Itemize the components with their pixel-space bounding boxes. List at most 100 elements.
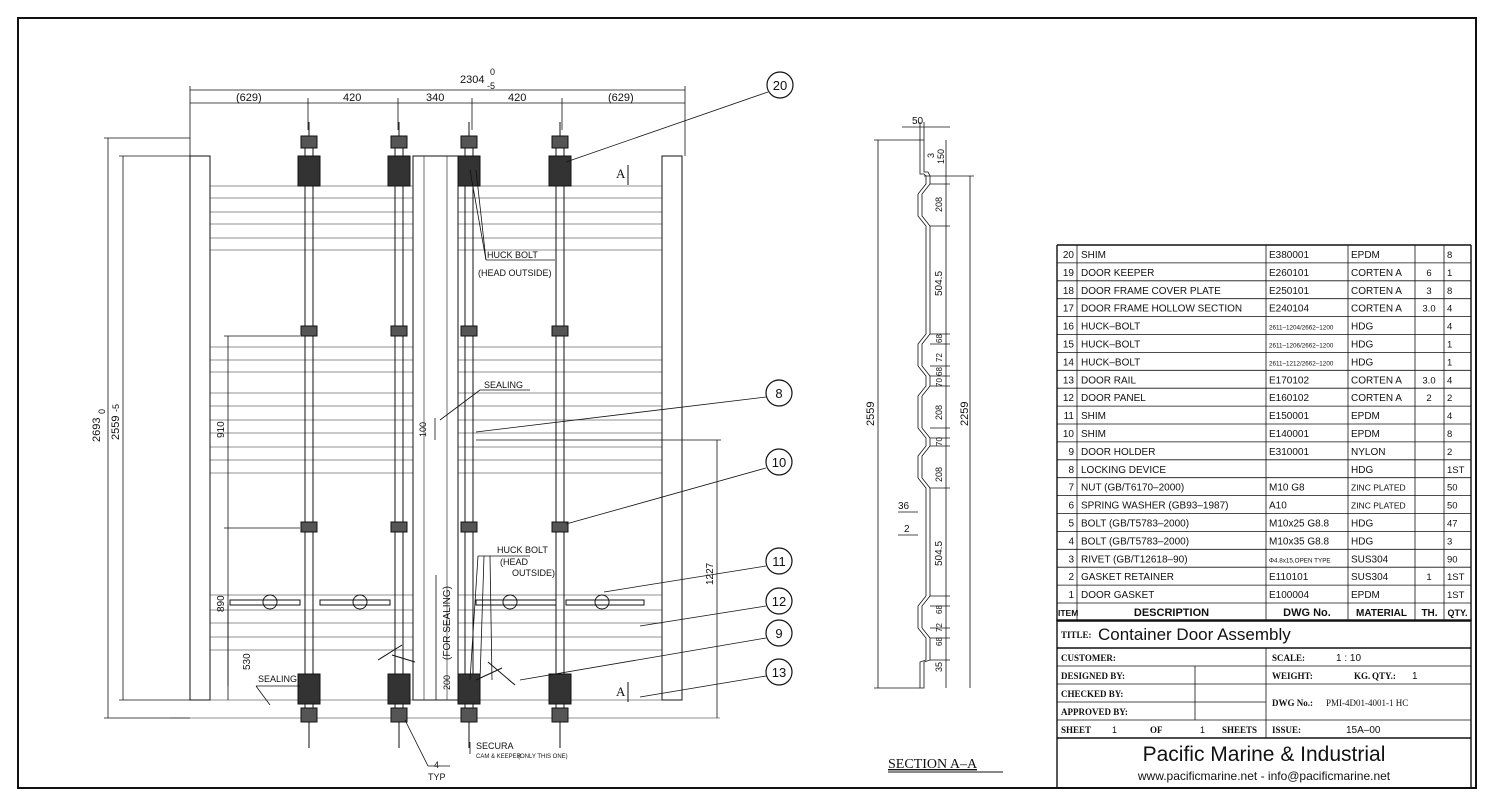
bom-dwg-number: M10x25 G8.8 [1269,519,1329,530]
sec-dim-36: 36 [898,501,910,512]
bom-item-number: 18 [1063,286,1075,297]
bom-quantity: 2 [1447,393,1452,404]
label-huck-bolt-top: HUCK BOLT [487,250,538,260]
bom-material: EPDM [1351,590,1380,601]
bom-item-number: 15 [1063,340,1075,351]
dim-910: 910 [216,421,227,438]
sec-dim-150: 150 [936,149,946,164]
bom-item-number: 8 [1068,465,1074,476]
sheets-label: SHEETS [1222,725,1257,735]
bom-description: LOCKING DEVICE [1081,465,1166,476]
bom-dwg-number: E380001 [1269,250,1309,261]
checked-label: CHECKED BY: [1061,689,1123,699]
dim-tol-upper: 0 [97,409,107,414]
sec-dim-70a: 70 [935,378,944,387]
bom-material: CORTEN A [1351,268,1402,279]
dim-segment-2: 420 [343,92,361,104]
bom-material: CORTEN A [1351,304,1402,315]
approved-label: APPROVED BY: [1061,707,1128,717]
bom-description: DOOR KEEPER [1081,268,1154,279]
bom-description: HUCK–BOLT [1081,357,1140,368]
bom-description: SHIM [1081,411,1106,422]
bom-dwg-number: M10 G8 [1269,483,1305,494]
bom-header-description: DESCRIPTION [1134,607,1209,619]
sheet-border [17,17,1477,789]
bom-material: CORTEN A [1351,286,1402,297]
bom-item-number: 14 [1063,357,1075,368]
sec-dim-504b: 504.5 [934,541,945,566]
bom-description: DOOR GASKET [1081,590,1154,601]
bom-item-number: 12 [1063,393,1075,404]
svg-text:12: 12 [772,594,786,609]
label-huck-bolt-top-head: (HEAD OUTSIDE) [478,268,552,278]
label-secura-cam: CAM & KEEPER [476,754,522,760]
balloon-10: 10 [765,448,793,476]
bom-dwg-number: 2611–1206/2662–1200 [1269,343,1334,350]
bom-description: RIVET (GB/T12618–90) [1081,554,1188,565]
label-sealing-mid: SEALING [484,380,523,390]
bom-description: DOOR RAIL [1081,375,1136,386]
bom-item-number: 19 [1063,268,1075,279]
sec-dim-68a: 68 [935,334,944,343]
bom-header-material: MATERIAL [1356,608,1407,619]
dim-segment-4: 420 [508,92,526,104]
customer-label: CUSTOMER: [1061,653,1116,663]
bom-dwg-number: 2611–1204/2662–1200 [1269,325,1334,332]
dim-overall-tol-upper: 0 [490,67,495,77]
bom-dwg-number: E140001 [1269,429,1309,440]
balloon-11: 11 [765,547,793,575]
company-name: Pacific Marine & Industrial [1143,743,1386,766]
sec-dim-208a: 208 [934,197,944,212]
dim-overall-tol-lower: -5 [487,81,495,91]
svg-text:10: 10 [772,455,786,470]
bom-description: GASKET RETAINER [1081,572,1174,583]
sec-dim-504a: 504.5 [934,271,945,296]
bom-description: HUCK–BOLT [1081,322,1140,333]
dim-segment-3: 340 [426,92,444,104]
dim-height-2693: 2693 [91,418,103,442]
dim-tol-lower: -5 [111,404,121,412]
bom-item-number: 1 [1068,590,1074,601]
bom-dwg-number: 2611–1212/2662–1200 [1269,360,1334,367]
sec-dim-208b: 208 [934,405,944,420]
label-weld-typ: TYP [428,772,446,782]
label-secura-only: (ONLY THIS ONE) [518,754,568,760]
bom-dwg-number: E310001 [1269,447,1309,458]
bom-thickness: 1 [1426,572,1431,583]
bom-material: HDG [1351,536,1373,547]
sheet-value: 1 [1112,725,1117,735]
dim-200: 200 [442,675,452,690]
bom-material: NYLON [1351,447,1385,458]
label-sealing-low: SEALING [258,674,297,684]
bom-dwg-number: E250101 [1269,286,1309,297]
bom-thickness: 6 [1426,268,1431,279]
bom-quantity: 4 [1447,375,1452,386]
bom-description: BOLT (GB/T5783–2000) [1081,519,1189,530]
cam-keepers [297,135,572,723]
of-value: 1 [1200,725,1205,735]
of-label: OF [1150,725,1163,735]
dim-segment-5: (629) [608,92,634,104]
bom-quantity: 3 [1447,536,1452,547]
bom-quantity: 1 [1447,340,1452,351]
bom-quantity: 4 [1447,304,1452,315]
kg-label: KG. [1354,671,1370,681]
bom-item-number: 9 [1068,447,1074,458]
bom-description: HUCK–BOLT [1081,340,1140,351]
bom-material: EPDM [1351,411,1380,422]
bom-item-number: 10 [1063,429,1075,440]
title-block [1056,619,1472,789]
dim-890: 890 [216,595,227,612]
bom-material: HDG [1351,465,1373,476]
bom-description: BOLT (GB/T5783–2000) [1081,536,1189,547]
sec-dim-35: 35 [934,662,944,672]
sec-dim-68b: 68 [935,367,944,376]
dim-530: 530 [242,653,253,670]
sec-dim-2: 2 [904,524,910,535]
label-huck-bolt-low-head: (HEAD [500,557,529,567]
svg-text:11: 11 [772,554,786,569]
bom-quantity: 1ST [1447,465,1465,476]
bom-material: EPDM [1351,429,1380,440]
bom-quantity: 1ST [1447,590,1465,601]
